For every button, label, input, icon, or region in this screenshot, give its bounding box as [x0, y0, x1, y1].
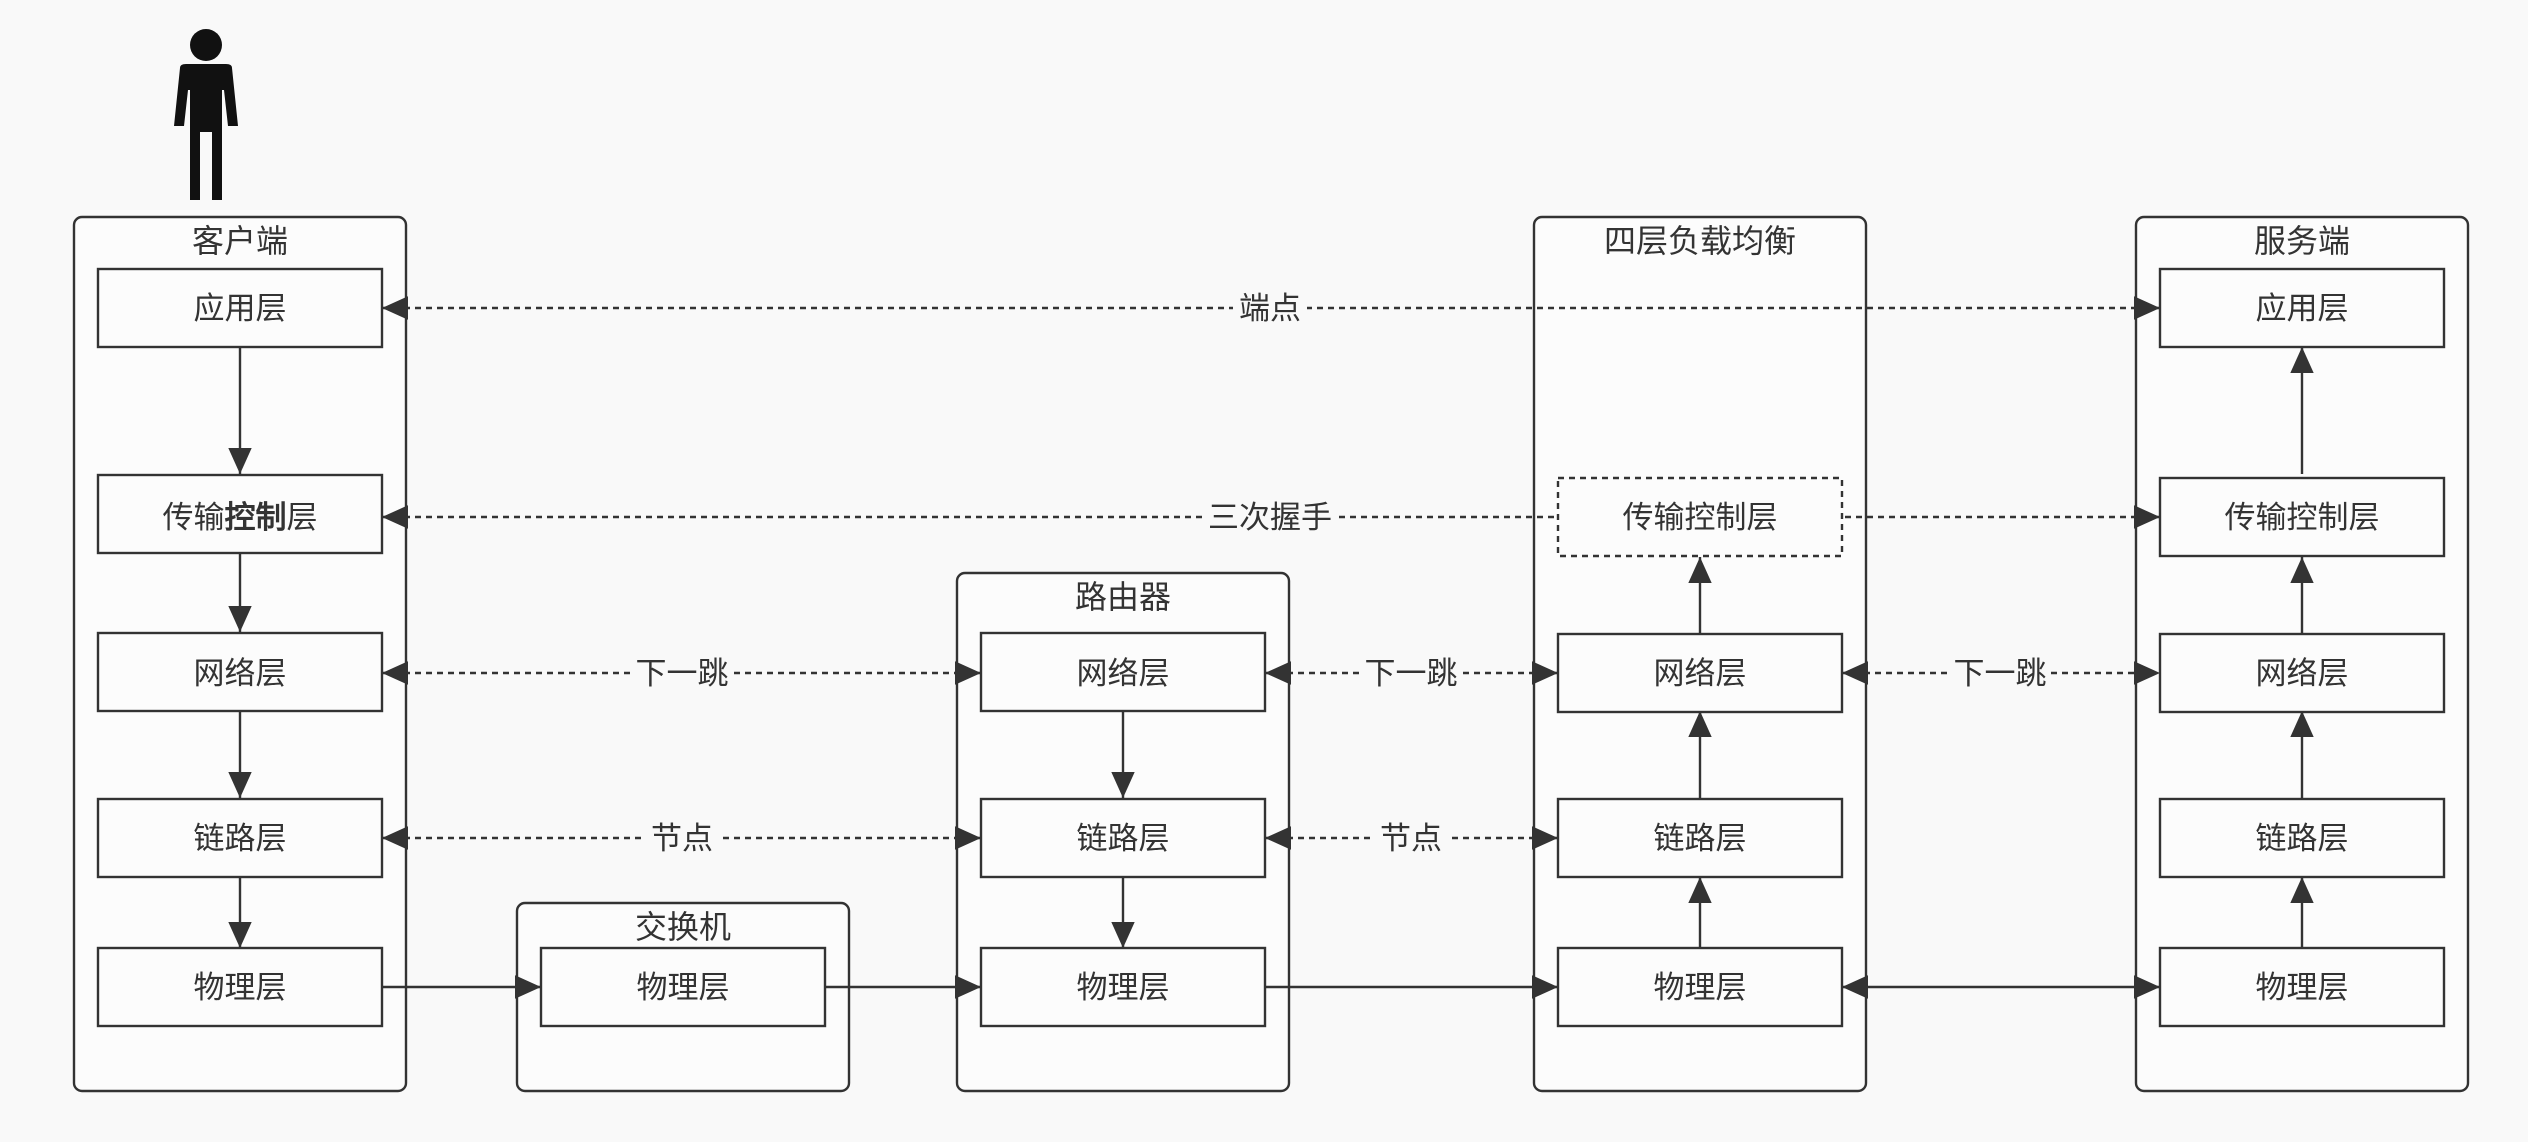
- l4lb-network-label: 网络层: [1654, 656, 1747, 692]
- router-physical-box: [979, 946, 1267, 1028]
- router-physical-layer: 物理层: [979, 946, 1267, 1028]
- router-link-box: [979, 797, 1267, 879]
- client-link-box: [96, 797, 384, 879]
- client-app-box: [96, 267, 384, 349]
- server-network-box: [2158, 632, 2446, 714]
- handshake-link: 三次握手: [382, 499, 2160, 537]
- endpoint-link: 端点: [382, 290, 2160, 328]
- l4lb-title: 四层负载均衡: [1604, 222, 1796, 260]
- client-app-label: 应用层: [194, 291, 287, 327]
- client-transport-pre: 传输: [163, 500, 225, 536]
- router-title: 路由器: [1075, 578, 1171, 616]
- router-physical-label: 物理层: [1077, 970, 1170, 1006]
- l4lb-transport-layer: 传输控制层: [1556, 476, 1844, 558]
- server-physical-layer: 物理层: [2158, 946, 2446, 1028]
- l4lb-link-label: 链路层: [1654, 821, 1747, 857]
- l4lb-transport-box: [1556, 476, 1844, 558]
- router-network-box: [979, 631, 1267, 713]
- node-label-2: 节点: [1380, 821, 1442, 857]
- server-network-label: 网络层: [2256, 656, 2349, 692]
- client-physical-box: [96, 946, 384, 1028]
- server-app-layer: 应用层: [2158, 267, 2446, 349]
- next-hop-label-3: 下一跳: [1954, 656, 2047, 692]
- handshake-label: 三次握手: [1208, 500, 1332, 536]
- node-label-1: 节点: [651, 821, 713, 857]
- server-physical-label: 物理层: [2256, 970, 2349, 1006]
- client-physical-label: 物理层: [194, 970, 287, 1006]
- client-transport-box: [96, 473, 384, 555]
- client-transport-post: 层: [287, 500, 318, 536]
- l4lb-network-box: [1556, 632, 1844, 714]
- server-physical-box: [2158, 946, 2446, 1028]
- server-transport-layer: 传输控制层: [2158, 476, 2446, 558]
- server-app-box: [2158, 267, 2446, 349]
- l4lb-physical-box: [1556, 946, 1844, 1028]
- l4lb-network-layer: 网络层: [1556, 632, 1844, 714]
- l4lb-physical-layer: 物理层: [1556, 946, 1844, 1028]
- server-link-box: [2158, 797, 2446, 879]
- client-network-box: [96, 631, 384, 713]
- client-app-layer: 应用层: [96, 267, 384, 349]
- switch-physical-box: [539, 946, 827, 1028]
- server-transport-box: [2158, 476, 2446, 558]
- endpoint-label: 端点: [1239, 291, 1301, 327]
- switch-title: 交换机: [635, 908, 731, 946]
- router-network-label: 网络层: [1077, 656, 1170, 692]
- server-app-label: 应用层: [2256, 291, 2349, 327]
- next-hop-label-2: 下一跳: [1365, 656, 1458, 692]
- client-physical-layer: 物理层: [96, 946, 384, 1028]
- server-transport-label: 传输控制层: [2225, 500, 2380, 536]
- l4lb-physical-label: 物理层: [1654, 970, 1747, 1006]
- l4lb-link-box: [1556, 797, 1844, 879]
- next-hop-links: 下一跳 下一跳 下一跳: [382, 655, 2160, 693]
- client-link-layer: 链路层: [96, 797, 384, 879]
- router-link-label: 链路层: [1077, 821, 1170, 857]
- node-links: 节点 节点: [382, 820, 1558, 858]
- client-transport-bold: 控制: [225, 500, 287, 536]
- switch-physical-layer: 物理层: [539, 946, 827, 1028]
- person-icon: [174, 29, 238, 200]
- client-link-label: 链路层: [194, 821, 287, 857]
- server-title: 服务端: [2254, 222, 2350, 260]
- next-hop-label-1: 下一跳: [636, 656, 729, 692]
- server-link-label: 链路层: [2256, 821, 2349, 857]
- router-network-layer: 网络层: [979, 631, 1267, 713]
- client-transport-layer: 传输控制层: [96, 473, 384, 555]
- router-link-layer: 链路层: [979, 797, 1267, 879]
- switch-physical-label: 物理层: [637, 970, 730, 1006]
- server-network-layer: 网络层: [2158, 632, 2446, 714]
- l4lb-transport-label: 传输控制层: [1623, 500, 1778, 536]
- client-network-label: 网络层: [194, 656, 287, 692]
- client-title: 客户端: [192, 222, 288, 260]
- server-link-layer: 链路层: [2158, 797, 2446, 879]
- client-network-layer: 网络层: [96, 631, 384, 713]
- client-transport-label: 传输控制层: [163, 500, 318, 536]
- l4lb-link-layer: 链路层: [1556, 797, 1844, 879]
